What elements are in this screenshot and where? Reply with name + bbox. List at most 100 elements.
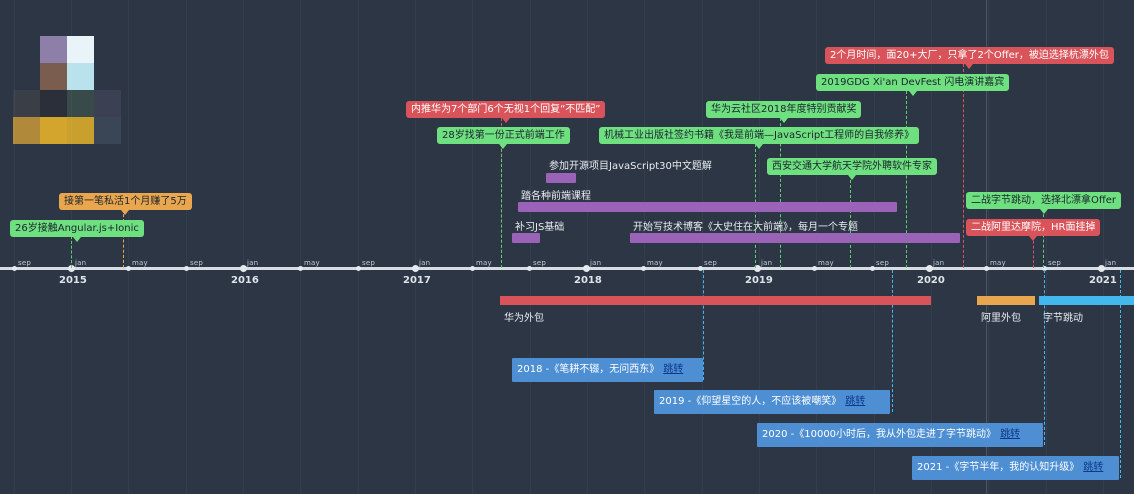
axis-tick-label: sep xyxy=(362,259,375,267)
axis-tick xyxy=(470,266,475,271)
jump-link[interactable]: 跳转 xyxy=(1000,429,1021,440)
axis-tick-label: may xyxy=(647,259,663,267)
year-label: 2018 xyxy=(574,275,602,286)
grid-line xyxy=(530,0,531,494)
card-2018: 2018 -《笔耕不辍，无问西东》跳转 xyxy=(512,358,703,382)
event-connector xyxy=(123,209,124,268)
event-flag-bytedance-offer[interactable]: 二战字节跳动，选择北漂拿Offer xyxy=(966,192,1122,214)
card-title: 2021 -《字节半年，我的认知升级》 xyxy=(917,462,1080,473)
grid-line xyxy=(874,0,875,494)
year-label: 2020 xyxy=(917,275,945,286)
event-flag-freelance[interactable]: 接第一笔私活1个月赚了5万 xyxy=(59,193,192,215)
axis-tick xyxy=(698,266,703,271)
period-bar-huawei[interactable] xyxy=(500,296,931,305)
range-label-js-basics: 补习JS基础 xyxy=(515,222,565,233)
event-flag-gdg[interactable]: 2019GDG Xi'an DevFest 闪电演讲嘉宾 xyxy=(816,74,1010,96)
year-label: 2021 xyxy=(1089,275,1117,286)
grid-line xyxy=(1046,0,1047,494)
range-bar-blog[interactable] xyxy=(630,233,960,243)
grid-line xyxy=(644,0,645,494)
event-flag-first-job[interactable]: 28岁找第一份正式前端工作 xyxy=(437,127,570,149)
range-bar-js30[interactable] xyxy=(546,173,576,183)
avatar xyxy=(13,36,121,144)
event-connector xyxy=(963,64,964,268)
axis-tick-label: jan xyxy=(75,259,87,267)
card-2019: 2019 -《仰望星空的人，不应该被嘲笑》跳转 xyxy=(654,390,890,414)
axis-tick xyxy=(298,266,303,271)
axis-tick xyxy=(12,266,17,271)
event-flag-huawei-award[interactable]: 华为云社区2018年度特别贡献奖 xyxy=(706,101,862,123)
range-bar-js-basics[interactable] xyxy=(512,233,540,243)
axis-tick xyxy=(412,265,419,272)
axis-tick-label: sep xyxy=(190,259,203,267)
jump-link[interactable]: 跳转 xyxy=(663,364,684,375)
period-bar-alibaba[interactable] xyxy=(977,296,1035,305)
axis-tick xyxy=(1098,265,1105,272)
grid-line xyxy=(702,0,703,494)
jump-link[interactable]: 跳转 xyxy=(1083,462,1104,473)
grid-line xyxy=(128,0,129,494)
event-connector xyxy=(1044,270,1045,445)
axis-tick xyxy=(926,265,933,272)
event-connector xyxy=(892,270,893,412)
event-connector xyxy=(703,270,704,380)
grid-line xyxy=(186,0,187,494)
event-flag-interviews[interactable]: 2个月时间，面20+大厂，只拿了2个Offer，被迫选择杭漂外包 xyxy=(825,47,1114,69)
axis-tick xyxy=(812,266,817,271)
axis-tick-label: jan xyxy=(247,259,259,267)
grid-line xyxy=(931,0,932,494)
period-label-alibaba: 阿里外包 xyxy=(981,313,1021,324)
range-bar-courses[interactable] xyxy=(518,202,897,212)
axis-tick-label: sep xyxy=(533,259,546,267)
axis-tick xyxy=(356,266,361,271)
axis-tick-label: may xyxy=(818,259,834,267)
range-label-courses: 踏各种前端课程 xyxy=(521,191,591,202)
axis-tick xyxy=(1042,266,1047,271)
grid-line xyxy=(243,0,244,494)
card-title: 2019 -《仰望星空的人，不应该被嘲笑》 xyxy=(659,396,842,407)
axis-tick xyxy=(184,266,189,271)
card-2020: 2020 -《10000小时后，我从外包走进了字节跳动》跳转 xyxy=(757,423,1043,447)
timeline-axis xyxy=(0,267,1134,270)
jump-link[interactable]: 跳转 xyxy=(845,396,866,407)
card-title: 2020 -《10000小时后，我从外包走进了字节跳动》 xyxy=(762,429,997,440)
event-flag-xjtu-expert[interactable]: 西安交通大学航天学院外聘软件专家 xyxy=(767,158,937,180)
event-connector xyxy=(1043,209,1044,268)
grid-line xyxy=(759,0,760,494)
event-flag-alibaba-hr[interactable]: 二战阿里达摩院，HR面挂掉 xyxy=(966,219,1101,241)
event-connector xyxy=(850,175,851,268)
event-flag-book-contract[interactable]: 机械工业出版社签约书籍《我是前端—JavaScript工程师的自我修养》 xyxy=(599,127,920,149)
axis-tick xyxy=(641,266,646,271)
card-2021: 2021 -《字节半年，我的认知升级》跳转 xyxy=(912,456,1119,480)
event-connector xyxy=(780,118,781,268)
axis-tick-label: sep xyxy=(1048,259,1061,267)
axis-tick xyxy=(754,265,761,272)
range-label-blog: 开始写技术博客《大史住在大前端》，每月一个专题 xyxy=(633,222,858,233)
grid-line xyxy=(472,0,473,494)
axis-tick-label: may xyxy=(990,259,1006,267)
axis-tick-label: jan xyxy=(590,259,602,267)
grid-line xyxy=(1103,0,1104,494)
period-label-huawei: 华为外包 xyxy=(504,313,544,324)
axis-tick xyxy=(126,266,131,271)
year-label: 2016 xyxy=(231,275,259,286)
grid-line xyxy=(14,0,15,494)
event-connector xyxy=(906,91,907,268)
grid-line xyxy=(587,0,588,494)
grid-line xyxy=(988,0,989,494)
axis-tick-label: jan xyxy=(761,259,773,267)
grid-line xyxy=(415,0,416,494)
grid-line xyxy=(816,0,817,494)
period-bar-bytedance[interactable] xyxy=(1039,296,1134,305)
event-flag-huawei-referral[interactable]: 内推华为7个部门6个无视1个回复“不匹配” xyxy=(406,101,606,123)
axis-tick xyxy=(240,265,247,272)
axis-tick-label: jan xyxy=(1105,259,1117,267)
event-flag-angular[interactable]: 26岁接触Angular.js+Ionic xyxy=(10,220,144,242)
axis-tick xyxy=(870,266,875,271)
axis-tick-label: sep xyxy=(18,259,31,267)
current-time-line xyxy=(986,0,987,494)
event-connector xyxy=(71,236,72,268)
card-title: 2018 -《笔耕不辍，无问西东》 xyxy=(517,364,660,375)
axis-tick-label: may xyxy=(132,259,148,267)
